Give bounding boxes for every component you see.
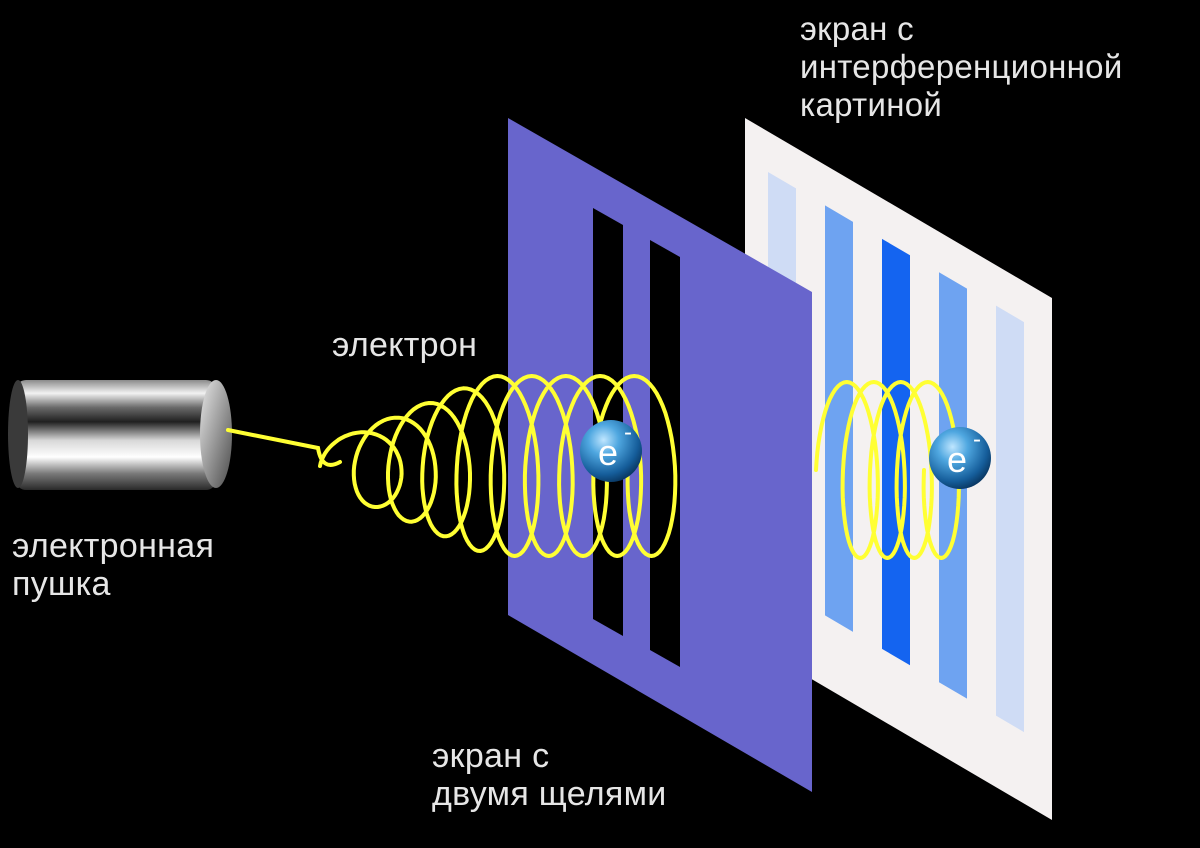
electron-charge: - [973, 426, 981, 453]
electron-wave [318, 374, 678, 558]
gun-muzzle [200, 380, 232, 488]
electron-particle-1: e - [580, 419, 642, 482]
label-line: интерференционной [800, 48, 1123, 85]
label-line: пушка [12, 565, 111, 603]
electron-gun-label: электронная пушка [12, 527, 214, 603]
electron-beam [226, 428, 342, 467]
electron-symbol: e [598, 432, 618, 473]
electron-ball-icon [580, 420, 642, 482]
label-line: электрон [332, 326, 478, 364]
electron-symbol: e [947, 439, 967, 480]
slit-2 [650, 240, 680, 667]
label-line: электронная [12, 527, 215, 565]
interference-fringe [882, 238, 910, 666]
label-line: двумя щелями [432, 775, 667, 813]
gun-rear [8, 380, 28, 488]
electron-gun [8, 380, 232, 490]
electron-wave-after-slits [814, 380, 961, 560]
gun-barrel [16, 380, 216, 490]
electron-charge: - [624, 419, 632, 446]
electron-label: электрон [332, 326, 477, 364]
interference-fringe [996, 305, 1024, 733]
electron-ball-icon [929, 427, 991, 489]
label-line: экран с [432, 737, 550, 775]
electron-particle-2: e - [929, 426, 991, 489]
label-line: экран с [800, 10, 914, 47]
label-line: картиной [800, 86, 943, 123]
interference-screen-label: экран с интерференционной картиной [800, 10, 1123, 124]
double-slit-screen-label: экран с двумя щелями [432, 737, 667, 813]
